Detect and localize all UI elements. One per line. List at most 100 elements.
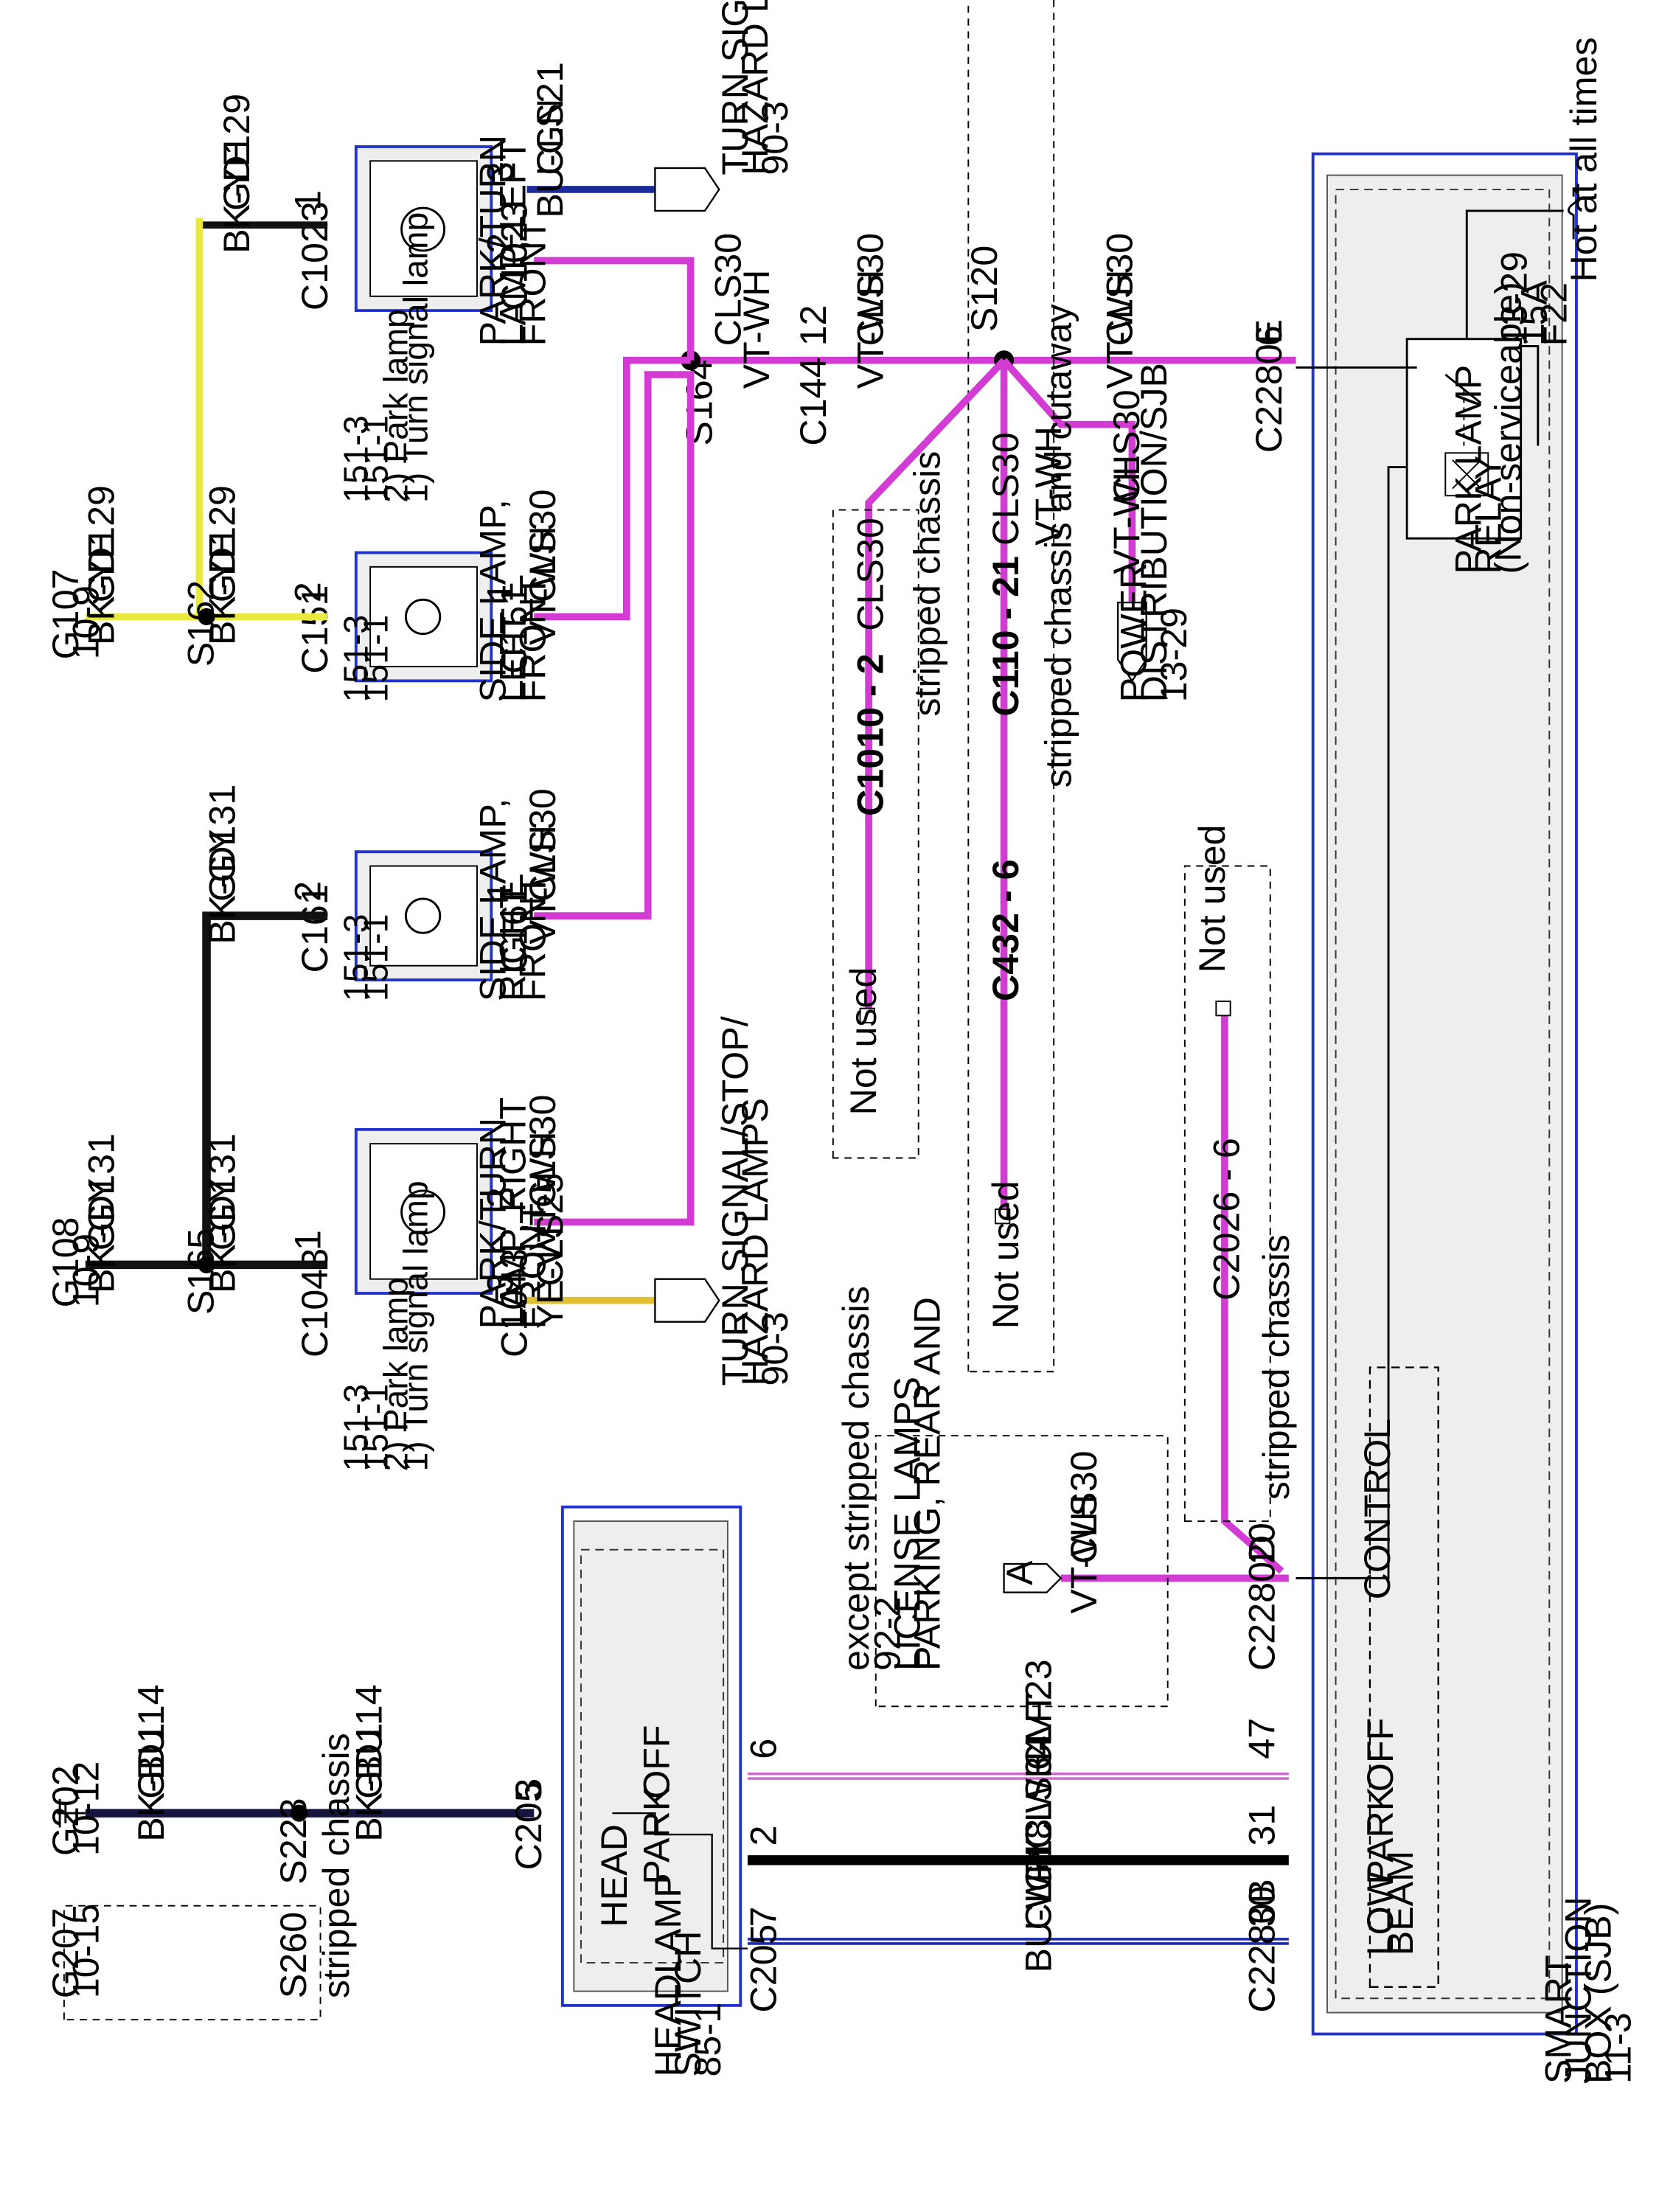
cls30-network: S120 S164 CLS30 VT-WH 6 C2280E CLS30 VT-… [534,0,1297,1708]
pt-left-label-7: 151-3 [336,415,375,503]
sjb-off: OFF [1360,1718,1401,1792]
sjb-beam: BEAM [1380,1851,1421,1955]
c1010-2: C1010 - 2 [849,653,891,816]
sjb-title-1: SMART [1537,1955,1579,2084]
pt-right-label-7: 151-3 [336,1384,375,1472]
gd129-a: GD129 [81,485,122,602]
smart-junction-box: SMART JUNCTION BOX (SJB) 11-3 Hot at all… [1295,37,1638,2084]
headlamp-switch-label-3: 85-1 [687,2003,728,2076]
bkgy-b: BK-GY [202,1178,243,1293]
vtwh-parking: VT-WH [1063,1495,1105,1614]
sjb-inner [1326,174,1563,2014]
stripped-cutaway-box [967,0,1055,1373]
gd131-top: GD131 [202,785,243,902]
wire-gy-label: GY [1018,1838,1059,1892]
control-box [1368,1366,1439,1988]
pin-30: 30 [1242,1886,1283,1927]
cls25-label: CLS25 [529,1173,571,1287]
vtwh-c144: VT-WH [849,270,891,389]
bkbu-a: BK-BU [131,1728,172,1841]
bkye-b: BK-YE [202,534,243,645]
side-right-label-3: FRONT [512,874,554,1001]
park-turn-lamp-left: PARK/TURN LAMP, LEFT FRONT 1) Turn signa… [294,135,553,503]
c205-label-left: C205 [508,1781,549,1870]
headlamp-switch-label-2: SWITCH [667,1930,709,2076]
side-right-label-4: 151-1 [356,914,394,1001]
side-right-label-5: 151-3 [336,914,375,1001]
c2026-6: C2026 - 6 [1206,1138,1247,1301]
headlamp-switch-dashed [580,1548,725,1964]
c2280e-label: C2280E [1248,319,1290,453]
s120-label: S120 [964,246,1005,332]
stripped-g207-box [63,1905,321,2021]
turn-hazard-top-1: TURN SIGNAL/STOP/ [714,0,756,175]
fuse-15a: 15A [1513,280,1554,347]
pin-3-c1043: 3 [479,1273,521,1293]
pin-12-c144: 12 [793,305,834,347]
s165-label: S165 [181,1228,222,1315]
control-label: CONTROL [1357,1419,1398,1599]
power-dist-3: 13-29 [1153,608,1194,702]
wire-clf18-label: CLF18 [1018,1819,1059,1930]
side-lamp-right: SIDE LAMP, RIGHT FRONT 151-1 151-3 C161 … [294,799,553,1001]
turn-hazard-bottom-2: HAZARD LAMPS [734,1098,776,1386]
pt-right-label-6: 151-1 [356,1384,394,1472]
feed-c1023 [534,257,695,361]
feed-c161 [534,371,677,919]
fuse-icon [1567,187,1580,240]
fuse-f22: F22 [1533,282,1574,347]
not-used-1: Not used [985,1180,1026,1329]
splice-s165 [198,1256,215,1273]
side-left-label-1: SIDE LAMP, [473,499,514,702]
relay-contact [1444,373,1482,404]
pin-2-c205: 2 [743,1826,785,1846]
not-used-3: Not used [1192,824,1233,973]
relay-control [1295,466,1408,1579]
bulb-icon [404,897,442,934]
hot-at-all-times: Hot at all times [1563,37,1604,282]
feed-c1043 [534,371,695,1226]
pin-3-c205: 3 [508,1778,549,1799]
g108-label: G108 [45,1217,86,1308]
side-left-label-3: FRONT [512,574,554,702]
c205-label-bottom: C205 [743,1924,785,2013]
sjb-title-4: 11-3 [1597,2012,1638,2084]
switch-off: OFF [636,1725,678,1798]
cls30-sjb: CLS30 [1099,233,1140,347]
cls21-label: CLS21 [529,62,571,175]
cls30-c161: CLS30 [522,788,563,902]
sjb-title-3: BOX (SJB) [1577,1903,1618,2084]
bulb-icon [400,1189,446,1235]
sjb-dashed [1335,188,1551,2000]
cls30-c144: CLS30 [849,233,891,347]
wire-whvt-label: WH-VT [1018,1692,1059,1814]
headlamp-switch-frame [560,1505,742,2007]
sjb-park: PARK [1360,1787,1401,1885]
gd131-a: GD131 [81,1133,122,1251]
power-dist-2: DISTRIBUTION/SJB [1133,363,1175,702]
gd129-b: GD129 [202,485,243,602]
side-left-label-5: 151-3 [336,615,375,703]
stripped-c1010-note: stripped chassis [907,451,948,717]
side-right-label-1: SIDE LAMP, [473,799,514,1001]
g107-label: G107 [45,569,86,660]
pt-left-label-3: FRONT [512,218,554,346]
parking-rear-2: LICENSE LAMPS [887,1377,928,1671]
pt-left-label-6: 151-1 [356,415,394,503]
sjb-title-2: JUNCTION [1557,1896,1599,2084]
headlamp-switch-inner [573,1520,728,1992]
not-used-end-3 [1215,1001,1231,1017]
gd114-a: GD114 [131,1684,172,1798]
pt-left-label-5: 2) Park lamp [376,309,414,503]
switch-internal [612,1812,748,1950]
vtwh-c161: VT-WH [522,825,563,945]
bkbu-b: BK-BU [349,1728,390,1841]
relay-label-1: PARK LAMP [1448,365,1489,574]
turn-hazard-bottom-1: TURN SIGNAL/STOP/ [714,1016,756,1385]
side-lamp-left: SIDE LAMP, LEFT FRONT 151-1 151-3 C151 C… [294,499,553,702]
stripped-g207-note: stripped chassis [316,1733,357,1998]
c1023-a: C1023 [294,201,335,310]
cls30-power: CLS30 [1106,389,1147,503]
relay-label-2: RELAY [1468,456,1509,574]
